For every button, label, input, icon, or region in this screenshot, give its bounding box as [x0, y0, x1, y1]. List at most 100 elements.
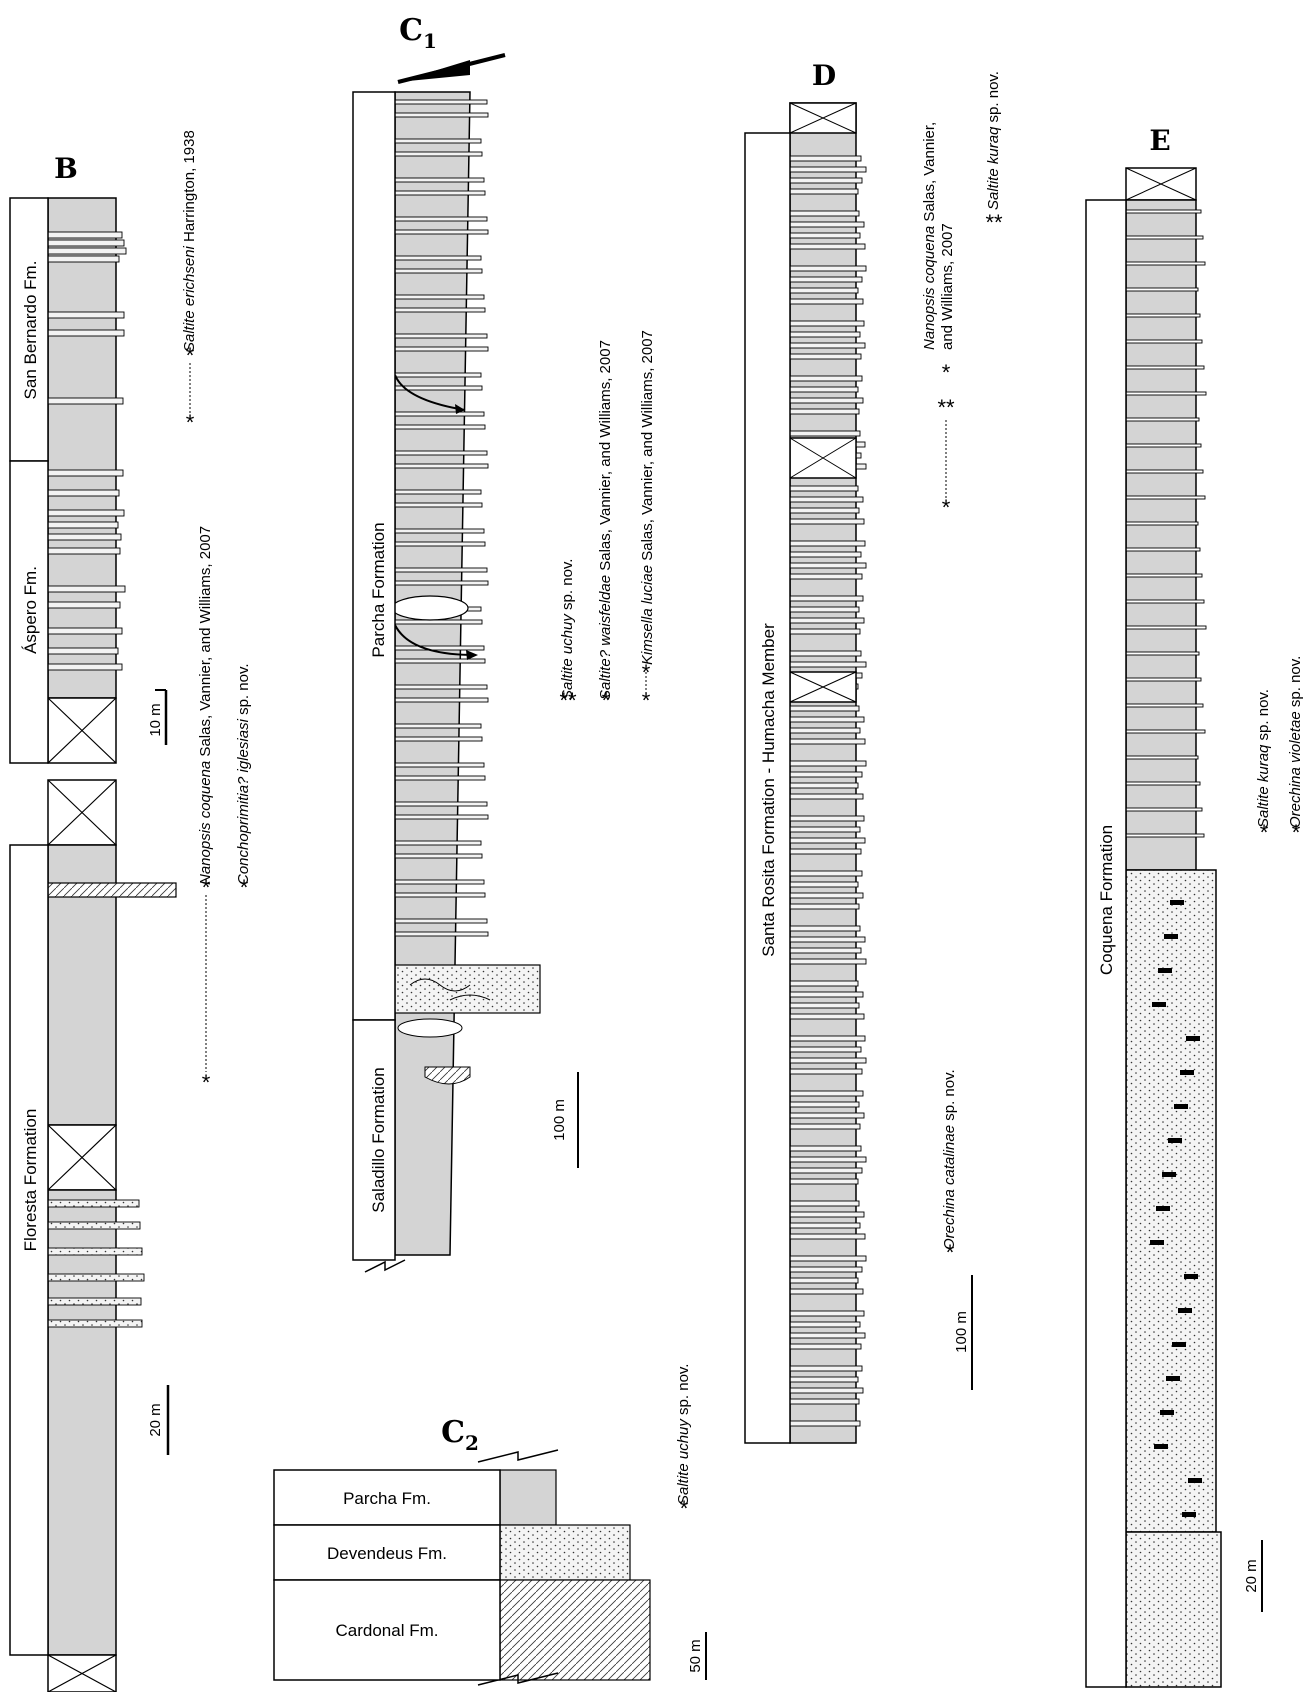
bed [789, 991, 864, 998]
bed [789, 507, 860, 514]
bed [789, 1013, 865, 1020]
bed [394, 229, 489, 235]
bed [789, 1321, 861, 1328]
bed [1125, 287, 1199, 292]
svg-text:*: * [186, 410, 195, 435]
bed [789, 232, 861, 239]
nodule-mark [1184, 1274, 1198, 1279]
svg-text:*: * [680, 1496, 689, 1521]
conglomerate-bed [394, 964, 541, 1014]
bed [1125, 781, 1201, 786]
bed [394, 931, 489, 937]
bed [394, 138, 482, 144]
bed [789, 870, 863, 877]
bed [394, 450, 488, 456]
fault-arrow [398, 60, 470, 82]
bed [789, 793, 864, 800]
bed [394, 619, 483, 625]
bed [394, 151, 483, 157]
bed [789, 573, 863, 580]
nodule-mark [1178, 1308, 1192, 1313]
svg-text:Orechina violetae sp. nov.: Orechina violetae sp. nov. [1287, 656, 1304, 828]
bed [394, 424, 486, 430]
bed [789, 320, 865, 327]
bed [789, 1112, 865, 1119]
bed [789, 518, 865, 525]
bed [789, 177, 863, 184]
svg-text:20 m: 20 m [1243, 1559, 1260, 1592]
svg-text:*: * [1292, 820, 1301, 845]
bed [789, 166, 867, 173]
svg-text:100 m: 100 m [551, 1099, 568, 1141]
column-e: E Coquena Formation 20 m * Saltite kuraq… [1085, 124, 1304, 1688]
bed [394, 892, 486, 898]
bed [789, 562, 867, 569]
nodule-mark [1182, 1512, 1196, 1517]
svg-text:Santa Rosita Formation - Humac: Santa Rosita Formation - Humacha Member [759, 623, 778, 957]
column-c2-letter: C2 [441, 1415, 479, 1455]
bed [394, 736, 483, 742]
svg-text:**: ** [985, 210, 1003, 235]
svg-text:*: * [946, 1240, 955, 1265]
column-c1: C1 Parcha Formation Saladillo Formation … [352, 13, 656, 1273]
svg-text:Kimsella luciae Salas, Vannier: Kimsella luciae Salas, Vannier, and Will… [639, 330, 656, 665]
svg-text:50 m: 50 m [687, 1639, 704, 1672]
bed [789, 298, 864, 305]
bed [789, 1288, 864, 1295]
bed [394, 814, 489, 820]
taxa-column-d: Nanopsis coquena Salas, Vannier, and Wil… [921, 71, 1003, 1265]
bed [789, 287, 859, 294]
svg-text:*: * [942, 495, 951, 520]
svg-text:Saltite kuraq sp. nov.: Saltite kuraq sp. nov. [1255, 689, 1272, 828]
bed [394, 502, 483, 508]
nodule-mark [1164, 934, 1178, 939]
bed [789, 408, 860, 415]
bed [789, 276, 863, 283]
bed [789, 925, 861, 932]
bed [789, 386, 859, 393]
bed [1125, 417, 1200, 422]
bed [789, 661, 867, 668]
bed [789, 1057, 867, 1064]
bed [789, 1002, 860, 1009]
bed [47, 601, 121, 609]
bed [394, 853, 483, 859]
bed [47, 1221, 141, 1230]
bed [789, 1046, 862, 1053]
sandstone-beds-a [47, 1199, 145, 1328]
nodule-mark [1158, 968, 1172, 973]
column-d: D Santa Rosita Formation - Humacha Membe… [744, 59, 1003, 1444]
column-c1-letter: C1 [399, 13, 437, 53]
bed [47, 521, 119, 529]
bed [1125, 495, 1206, 500]
bed [789, 1332, 866, 1339]
column-a: A Floresta Formation 20 m * * Nanopsis c… [9, 526, 252, 1692]
svg-text:Coquena Formation: Coquena Formation [1097, 825, 1116, 975]
svg-text:Parcha Formation: Parcha Formation [369, 522, 388, 657]
bed [1125, 677, 1202, 682]
svg-text:San Bernardo Fm.: San Bernardo Fm. [21, 261, 40, 400]
bed [789, 980, 859, 987]
svg-text:Saltite uchuy sp. nov.: Saltite uchuy sp. nov. [675, 1364, 692, 1505]
bed [789, 771, 863, 778]
bed [789, 1376, 859, 1383]
bed [789, 1266, 863, 1273]
nodule-mark [1150, 1240, 1164, 1245]
bed [789, 496, 864, 503]
formation-box [9, 844, 49, 1656]
bed [47, 247, 127, 255]
bed [394, 99, 488, 105]
bed [789, 1090, 864, 1097]
bed [789, 628, 861, 635]
svg-text:*: * [642, 688, 651, 713]
bed [789, 826, 861, 833]
bed [47, 533, 122, 541]
nodule-mark [1168, 1138, 1182, 1143]
bed [47, 509, 125, 517]
bed [789, 716, 865, 723]
bed [47, 547, 121, 555]
bed [394, 684, 488, 690]
bed [789, 936, 866, 943]
bed [789, 705, 860, 712]
